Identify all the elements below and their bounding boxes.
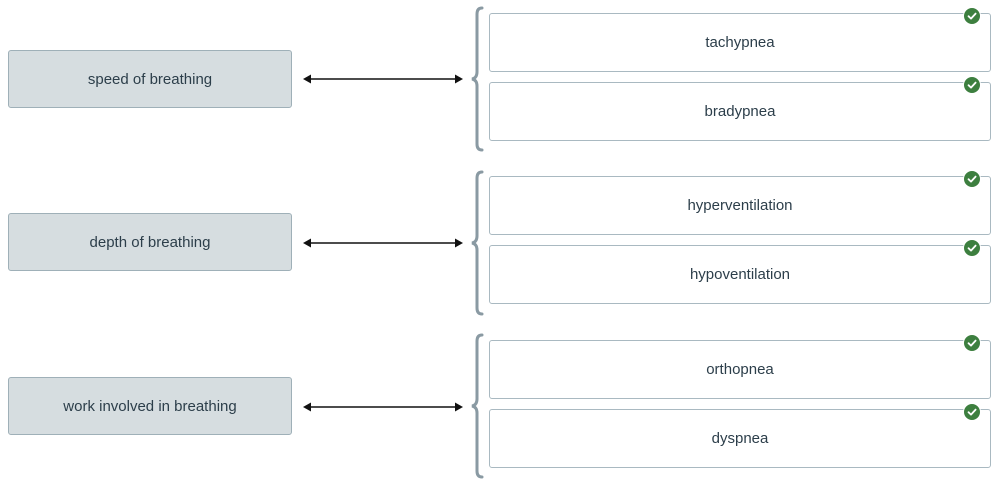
answer-box[interactable]: hyperventilation xyxy=(489,170,991,235)
double-arrow-icon xyxy=(303,74,463,84)
match-group-depth: depth of breathing hyperventilation hypo… xyxy=(0,170,1000,316)
answer-box[interactable]: orthopnea xyxy=(489,334,991,399)
answer-label: orthopnea xyxy=(706,361,774,378)
match-group-speed: speed of breathing tachypnea bradypnea xyxy=(0,6,1000,152)
match-group-work: work involved in breathing orthopnea dys… xyxy=(0,333,1000,479)
checkmark-circle-icon xyxy=(963,7,981,25)
checkmark-circle-icon xyxy=(963,403,981,421)
checkmark-circle-icon xyxy=(963,170,981,188)
answer-label: dyspnea xyxy=(711,430,769,447)
answer-box[interactable]: bradypnea xyxy=(489,76,991,141)
prompt-box[interactable]: speed of breathing xyxy=(8,50,292,108)
prompt-label: speed of breathing xyxy=(87,70,213,88)
answer-box[interactable]: dyspnea xyxy=(489,403,991,468)
checkmark-circle-icon xyxy=(963,239,981,257)
prompt-label: work involved in breathing xyxy=(63,397,237,415)
answer-box[interactable]: tachypnea xyxy=(489,7,991,72)
double-arrow-icon xyxy=(303,238,463,248)
prompt-box[interactable]: depth of breathing xyxy=(8,213,292,271)
checkmark-circle-icon xyxy=(963,76,981,94)
prompt-label: depth of breathing xyxy=(89,233,211,251)
bracket-icon xyxy=(471,333,484,479)
checkmark-circle-icon xyxy=(963,334,981,352)
bracket-icon xyxy=(471,6,484,152)
answer-label: tachypnea xyxy=(705,34,775,51)
prompt-box[interactable]: work involved in breathing xyxy=(8,377,292,435)
bracket-icon xyxy=(471,170,484,316)
answer-label: bradypnea xyxy=(704,103,776,120)
answer-label: hyperventilation xyxy=(687,197,793,214)
double-arrow-icon xyxy=(303,402,463,412)
answer-box[interactable]: hypoventilation xyxy=(489,239,991,304)
answer-label: hypoventilation xyxy=(689,266,791,283)
